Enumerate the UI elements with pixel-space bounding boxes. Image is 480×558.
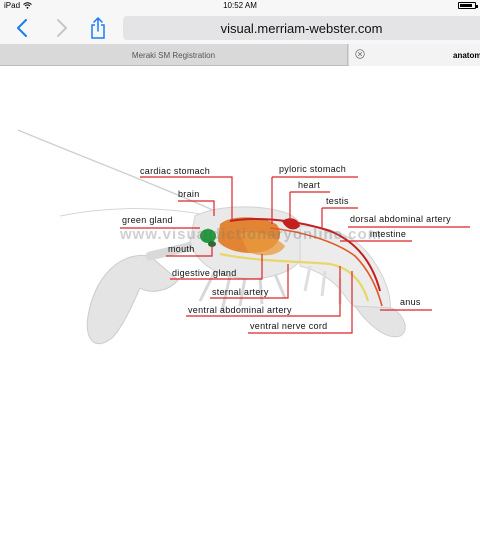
wifi-icon (23, 2, 32, 9)
leader-lines (120, 176, 470, 334)
leader-ventral-nerve-cord (248, 271, 353, 334)
back-button[interactable] (10, 16, 34, 40)
label-sternal-artery: sternal artery (212, 287, 269, 297)
tab-label: anatom (453, 50, 480, 60)
heart-organ (282, 218, 300, 230)
lobster-legs (198, 270, 287, 312)
leader-cardiac-stomach (140, 176, 233, 221)
label-mouth: mouth (168, 244, 195, 254)
leader-testis (321, 207, 358, 228)
url-text: visual.merriam-webster.com (220, 20, 383, 36)
status-right (458, 2, 478, 9)
label-digestive-gland: digestive gland (172, 268, 237, 278)
page-content: www.visualdictionaryonline.com cardiac s… (0, 66, 480, 558)
antenna (59, 208, 213, 217)
label-heart: heart (298, 180, 321, 190)
leader-heart (289, 191, 330, 221)
label-anus: anus (400, 297, 421, 307)
leader-ventral-abdominal-artery (186, 266, 341, 317)
watermark: www.visualdictionaryonline.com (120, 226, 382, 243)
mouth-organ (208, 241, 216, 247)
battery-fill (460, 4, 472, 7)
digestive-gland-organ (240, 231, 285, 256)
antenna (17, 129, 216, 212)
tab-label: Meraki SM Registration (131, 50, 216, 60)
label-pyloric-stomach: pyloric stomach (279, 164, 347, 174)
status-time: 10:52 AM (223, 1, 257, 10)
lobster-tail (354, 305, 406, 338)
label-cardiac-stomach: cardiac stomach (140, 166, 211, 176)
leader-sternal-artery (210, 264, 289, 299)
forward-button[interactable] (50, 16, 74, 40)
close-tab-icon[interactable] (355, 49, 365, 59)
nerve-cord (219, 252, 370, 302)
label-ventral-abdominal-artery: ventral abdominal artery (188, 305, 292, 315)
leader-mouth (166, 246, 213, 257)
leader-pyloric-stomach (271, 176, 358, 224)
battery-icon (458, 2, 478, 9)
label-dorsal-abdominal-artery: dorsal abdominal artery (350, 214, 451, 224)
green-gland-organ (200, 229, 216, 243)
tab-meraki[interactable]: Meraki SM Registration (0, 44, 348, 66)
address-bar[interactable]: visual.merriam-webster.com (123, 16, 480, 40)
label-testis: testis (326, 196, 349, 206)
leader-brain (178, 200, 215, 216)
lobster-claw (86, 254, 179, 345)
tab-anatomy[interactable]: anatom (349, 44, 480, 66)
label-green-gland: green gland (122, 215, 173, 225)
label-ventral-nerve-cord: ventral nerve cord (250, 321, 328, 331)
dorsal-artery (229, 218, 381, 292)
share-icon (91, 17, 105, 39)
share-button[interactable] (86, 16, 110, 40)
status-bar: iPad 10:52 AM (0, 0, 480, 12)
back-chevron-icon (17, 19, 27, 37)
browser-toolbar: visual.merriam-webster.com (0, 12, 480, 44)
label-brain: brain (178, 189, 200, 199)
lobster-anatomy-diagram (17, 129, 470, 345)
tab-bar: Meraki SM Registration anatom (0, 44, 480, 66)
label-intestine: intestine (370, 229, 407, 239)
intestine-path (269, 227, 383, 307)
forward-chevron-icon (57, 19, 67, 37)
device-name: iPad (4, 1, 21, 10)
status-left: iPad (4, 1, 32, 10)
leader-digestive-gland (170, 254, 263, 280)
